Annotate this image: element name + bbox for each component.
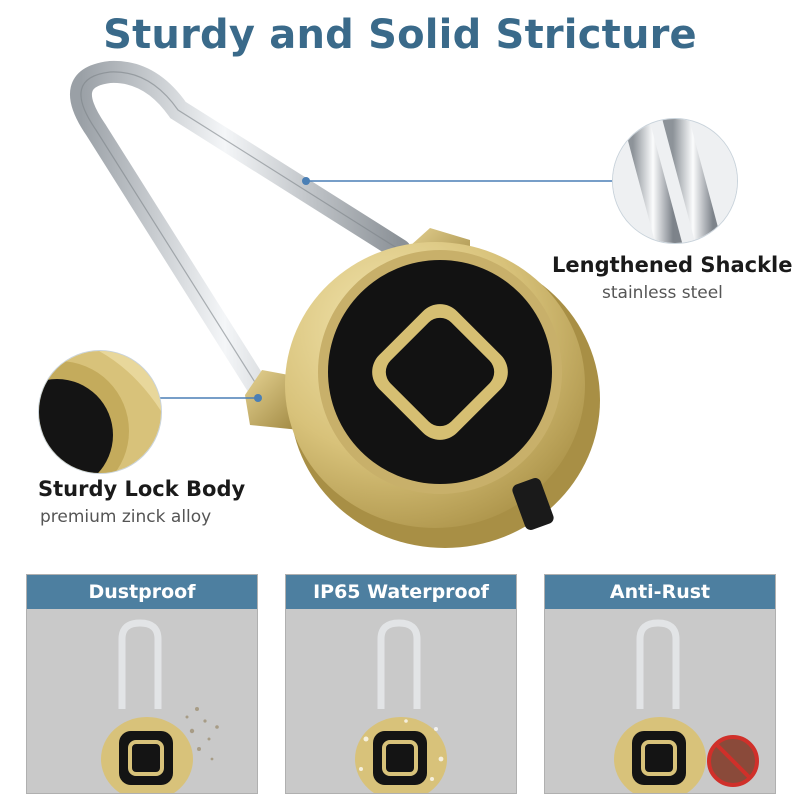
shackle-caption: Lengthened Shackle	[552, 253, 793, 277]
feature-panel-waterproof: IP65 Waterproof	[285, 574, 517, 794]
page-title: Sturdy and Solid Stricture	[103, 12, 697, 58]
feature-panel-dustproof: Dustproof	[26, 574, 258, 794]
panel-title: Anti-Rust	[545, 575, 775, 609]
padlock-illustration	[70, 60, 612, 548]
lock-body-closeup	[38, 350, 162, 474]
feature-panel-anti-rust: Anti-Rust	[544, 574, 776, 794]
panel-title: IP65 Waterproof	[286, 575, 516, 609]
dustproof-lock-icon	[101, 619, 219, 793]
lock-body-caption: Sturdy Lock Body	[38, 477, 246, 501]
no-rust-icon	[707, 735, 759, 787]
lock-body-material: premium zinck alloy	[40, 507, 212, 527]
panel-title: Dustproof	[27, 575, 257, 609]
shackle-material: stainless steel	[602, 283, 723, 303]
anti-rust-lock-icon	[614, 619, 759, 793]
waterproof-lock-icon	[355, 619, 447, 793]
shackle-closeup	[612, 118, 738, 244]
